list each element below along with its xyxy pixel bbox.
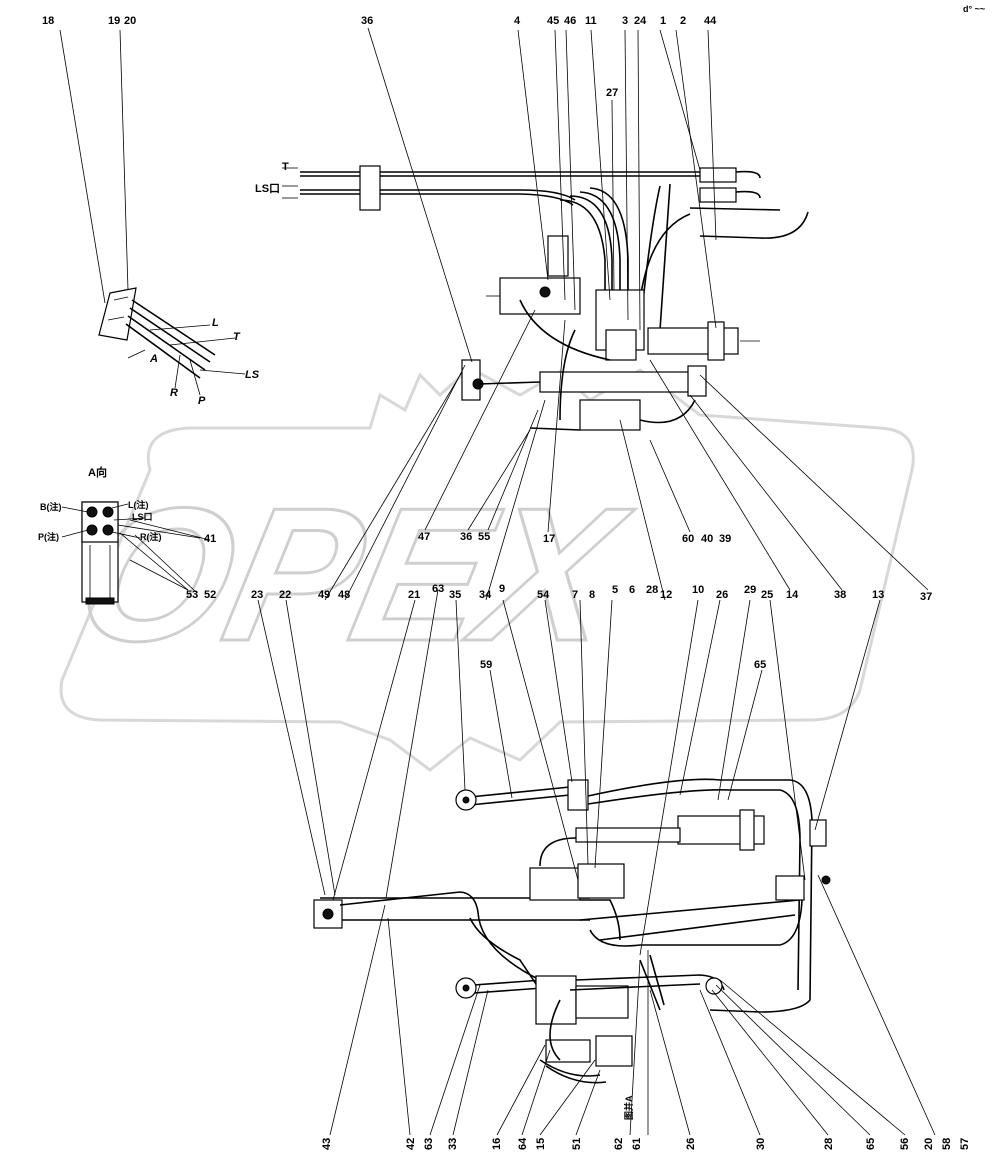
port-label-t: T: [282, 161, 289, 173]
callout-46: 46: [564, 15, 576, 27]
port-label-ls: LS口: [255, 182, 280, 195]
callout-2: 2: [680, 15, 686, 27]
callout-15: 15: [535, 1138, 547, 1150]
callout-13: 13: [872, 589, 884, 601]
callout-64: 64: [517, 1137, 529, 1150]
valve-detail-sketch: [59, 29, 246, 396]
detail-letter-r: R: [170, 387, 178, 399]
callout-42: 42: [405, 1138, 417, 1150]
callout-28b: 28: [823, 1138, 835, 1150]
detail-letter-p: P: [198, 395, 206, 407]
callouts-middle: 23 22 49 48 21 63 35 34 9 54 7 8 5 6 28 …: [251, 583, 884, 671]
bottom-note: 图并A: [623, 1095, 634, 1120]
detail-letter-ls: LS: [245, 369, 260, 381]
callout-51: 51: [571, 1138, 583, 1150]
detail-letter-a: A: [149, 353, 158, 365]
callout-27: 27: [606, 87, 618, 99]
callout-30: 30: [755, 1138, 767, 1150]
callout-62: 62: [613, 1138, 625, 1150]
callouts-bottom: 43 42 63 33 16 64 15 51 62 61 26 30 28 6…: [321, 1137, 971, 1150]
callout-34: 34: [479, 589, 492, 601]
view-a-port-p: P(注): [38, 531, 59, 542]
callout-23: 23: [251, 589, 263, 601]
callout-49: 49: [318, 589, 330, 601]
callout-44: 44: [704, 15, 717, 27]
callout-63: 63: [432, 583, 444, 595]
callout-59: 59: [480, 659, 492, 671]
callout-58: 58: [941, 1138, 953, 1150]
callout-38: 38: [834, 589, 846, 601]
callout-41: 41: [204, 533, 216, 545]
detail-letter-t: T: [233, 331, 241, 343]
callout-36b: 36: [460, 531, 472, 543]
callout-20b: 20: [923, 1138, 935, 1150]
view-a-sketch: [61, 501, 201, 605]
callout-18: 18: [42, 15, 54, 27]
callout-37: 37: [920, 591, 932, 603]
callout-47: 47: [418, 531, 430, 543]
callout-57: 57: [959, 1138, 971, 1150]
callout-53: 53: [186, 589, 198, 601]
callout-29: 29: [744, 584, 756, 596]
callout-14: 14: [786, 589, 799, 601]
callout-26: 26: [716, 589, 728, 601]
callout-45: 45: [547, 15, 559, 27]
callout-61: 61: [631, 1138, 643, 1150]
callout-19: 19: [108, 15, 120, 27]
callout-43: 43: [321, 1138, 333, 1150]
view-a-port-b: B(注): [40, 501, 62, 512]
callouts-upper-middle: 47 36 55 17 60 40 39 38 37 41 53 52 14: [186, 531, 932, 603]
view-a-title: A向: [88, 465, 107, 479]
callout-1: 1: [660, 15, 666, 27]
callout-39: 39: [719, 533, 731, 545]
view-a-port-l: L(注): [128, 499, 149, 510]
callout-21: 21: [408, 589, 420, 601]
callout-55: 55: [478, 531, 490, 543]
callout-25: 25: [761, 589, 773, 601]
upper-assembly: [282, 165, 809, 431]
callout-12: 12: [660, 589, 672, 601]
callout-5: 5: [612, 584, 618, 596]
callout-48: 48: [338, 589, 350, 601]
view-a-port-r: R(注): [140, 531, 162, 542]
callout-65b: 65: [865, 1138, 877, 1150]
detail-letter-l: L: [212, 317, 219, 329]
callout-4: 4: [514, 15, 521, 27]
callout-33: 33: [447, 1138, 459, 1150]
callout-3: 3: [622, 15, 628, 27]
callout-10: 10: [692, 584, 704, 596]
callout-8: 8: [589, 589, 595, 601]
callout-52: 52: [204, 589, 216, 601]
callout-63b: 63: [423, 1138, 435, 1150]
callout-65: 65: [754, 659, 766, 671]
view-a-port-ls: LS口: [132, 512, 153, 522]
callout-56: 56: [899, 1138, 911, 1150]
callouts-top: 18 19 20 36 4 45 46 11 3 24 1 2 44 27: [42, 15, 717, 99]
callout-7: 7: [572, 589, 578, 601]
corner-mark: d° ~~: [963, 4, 985, 14]
watermark: OPEX: [59, 366, 915, 772]
callout-60: 60: [682, 533, 694, 545]
callout-9: 9: [499, 583, 505, 595]
callout-36: 36: [361, 15, 373, 27]
callout-17: 17: [543, 533, 555, 545]
callout-20: 20: [124, 15, 136, 27]
callout-22: 22: [279, 589, 291, 601]
callout-16: 16: [491, 1138, 503, 1150]
callout-35: 35: [449, 589, 461, 601]
lower-assembly: [313, 778, 831, 1084]
callout-26b: 26: [685, 1138, 697, 1150]
callout-28: 28: [646, 584, 658, 596]
callout-24: 24: [634, 15, 647, 27]
leader-lines: [129, 27, 936, 1136]
watermark-text: OPEX: [61, 468, 644, 681]
callout-6: 6: [629, 584, 635, 596]
callout-40: 40: [701, 533, 713, 545]
callout-11: 11: [585, 15, 597, 27]
callout-54: 54: [537, 589, 550, 601]
